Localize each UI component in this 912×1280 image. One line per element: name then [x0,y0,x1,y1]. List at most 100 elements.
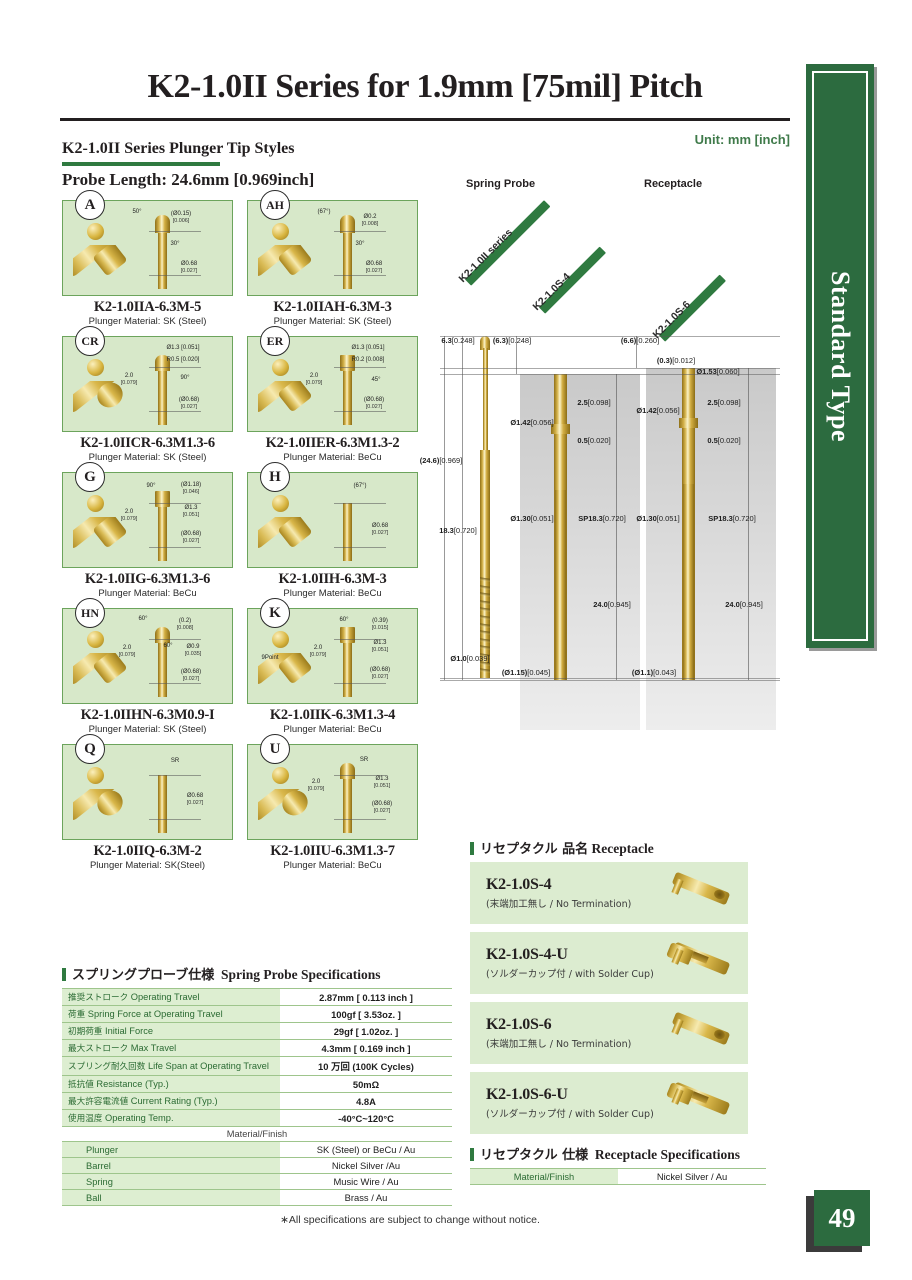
side-tab-standard-type: Standard Type [806,64,874,648]
spec-key-jp: 抵抗値 [68,1080,94,1090]
spec-key-en: Operating Temp. [104,1113,174,1123]
receptacle-tube [671,871,731,906]
tip-part-number: K2-1.0IIH-6.3M-3 [278,571,387,587]
dimension-label: 2.0[0.079] [120,373,138,386]
diagram-dimension-label: 18.3[0.720] [439,526,477,535]
tip-plunger-material: Plunger Material: SK(Steel) [89,860,206,871]
leader-line [149,503,201,504]
dimension-label: 2.0[0.079] [120,509,138,522]
material-value: Music Wire / Au [280,1173,452,1190]
table-row: Spring Music Wire / Au [62,1173,452,1190]
dimension-label: 90° [146,483,156,489]
diagram-dimension-label: (24.6)[0.969] [419,456,463,465]
tip-ball-icon [87,495,104,512]
receptacle-heading-jp: リセプタクル 品名 [480,842,589,857]
diagram-dimension-label: Ø1.30[0.051] [510,514,554,523]
tip-drawing-head [340,627,355,643]
tip-card: AH(67°)Ø0.2[0.008]30°Ø0.68[0.027] [247,190,418,296]
dimension-label: (Ø0.68)[0.027] [369,667,391,680]
diagram-dimension-label: 2.5[0.098] [577,398,611,407]
dimension-label: R0.2 [0.008] [351,357,385,363]
material-finish-header: Material/Finish [62,1126,452,1142]
diagram-dimension-label: Ø1.0[0.039] [450,654,490,663]
dimension-label: (0.2)[0.008] [176,618,194,631]
tip-ball-icon [87,223,104,240]
series-band-label: K2-1.0II series [456,226,516,286]
tip-part-number: K2-1.0IIA-6.3M-5 [93,299,202,315]
table-row: 抵抗値 Resistance (Typ.)50mΩ [62,1075,452,1093]
tip-ball-icon [272,223,289,240]
receptacle-card: K2-1.0S-6(末端加工無し / No Termination) [470,1002,748,1064]
tip-badge-hn: HN [75,598,105,628]
spec-key: 最大許容電流値 Current Rating (Typ.) [62,1092,280,1110]
diagram-dimension-label: 0.5[0.020] [577,436,611,445]
tip-pictorial [73,789,129,831]
spring-coil [480,578,490,678]
page-title: K2-1.0II Series for 1.9mm [75mil] Pitch [147,68,703,105]
tip-plunger-material: Plunger Material: BeCu [283,588,382,599]
diagram-dimension-label: 0.5[0.020] [707,436,741,445]
tip-ball-icon [272,359,289,376]
tip-badge-ah: AH [260,190,290,220]
diagram-dimension-label: (6.3)[0.248] [492,336,532,345]
material-name-label: Spring [86,1176,113,1187]
spec-key-jp: 最大ストローク [68,1044,129,1054]
dimension-label: Ø1.3[0.051] [373,776,391,789]
reference-line [440,680,780,681]
tip-part-number: K2-1.0IICR-6.3M1.3-6 [80,435,215,451]
leader-line [149,275,201,276]
receptacle-panel-left [520,374,640,730]
spec-key-jp: スプリング耐久回数 [68,1062,146,1072]
dimension-label: 60° [138,616,148,622]
dimension-label: (67°) [353,483,367,489]
tip-badge-q: Q [75,734,105,764]
tip-drawing-shaft [158,231,167,289]
spec-key: 初期荷重 Initial Force [62,1022,280,1040]
spring-probe-spec-heading: スプリングプローブ仕様 Spring Probe Specifications [62,964,381,983]
dimension-label: 2.0[0.079] [307,779,325,792]
receptacle-photo [666,1078,740,1128]
diagram-dimension-label: 24.0[0.945] [725,600,763,609]
tip-pictorial [258,245,314,287]
leader-line [149,819,201,820]
spec-key-en: Initial Force [104,1026,154,1036]
dimension-label: SR [170,758,180,764]
table-row: Material/Finish [62,1126,452,1142]
tip-drawing-shaft [343,231,352,289]
leader-line [334,547,386,548]
leader-line [334,275,386,276]
spec-value: 2.87mm [ 0.113 inch ] [280,988,452,1006]
tip-plunger-material: Plunger Material: SK (Steel) [88,316,207,327]
leader-line [334,503,386,504]
dimension-label: 2.0[0.079] [309,645,327,658]
tip-badge-u: U [260,734,290,764]
spec-key-jp: 初期荷重 [68,1027,103,1037]
tip-artwork: 90°(Ø1.18)[0.046]Ø1.3[0.051]2.0[0.079](Ø… [63,473,232,567]
dimension-label: Ø1.3 [0.051] [166,345,200,351]
diagram-dimension-label: Ø1.42[0.056] [636,406,680,415]
series-band-1 [538,246,606,314]
spec-key-en: Spring Force at Operating Travel [87,1009,223,1019]
dimension-label: (Ø0.68)[0.027] [371,801,393,814]
tip-drawing-shaft [343,503,352,561]
tip-badge-a: A [75,190,105,220]
dimension-label: Ø0.68[0.027] [180,261,198,274]
spec-value: 10 万回 (100K Cycles) [280,1056,452,1076]
receptacle-panel-right [646,368,776,730]
leader-line [149,547,201,548]
tip-plunger-material: Plunger Material: SK (Steel) [273,316,392,327]
tip-drawing-shaft [158,775,167,833]
leader-line [149,639,201,640]
